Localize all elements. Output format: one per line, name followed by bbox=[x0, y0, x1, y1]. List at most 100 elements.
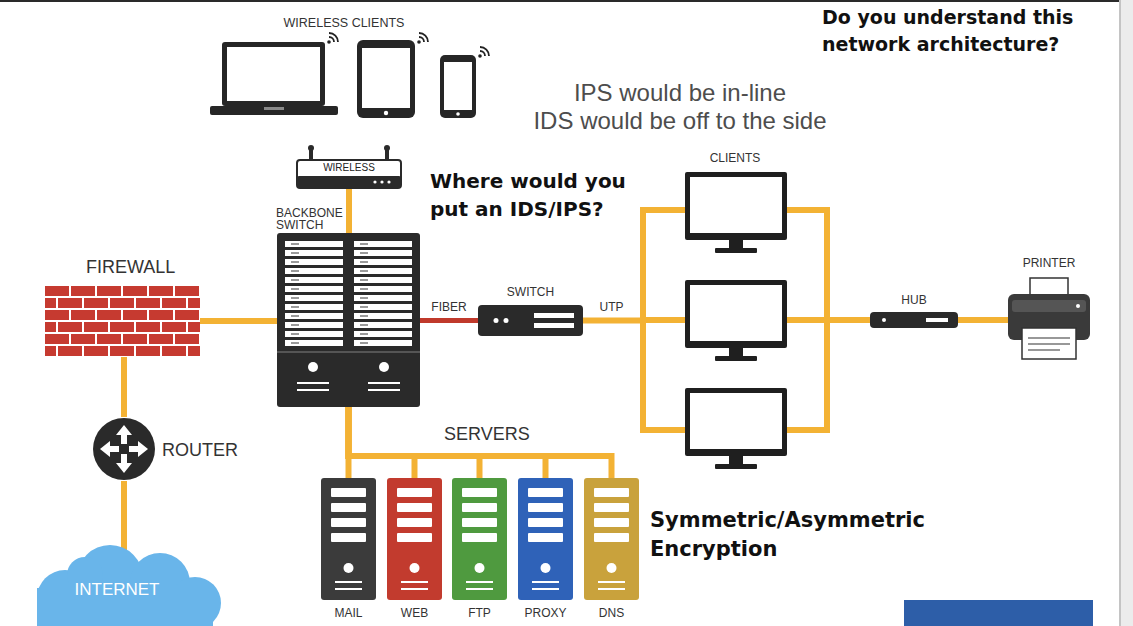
drawing-part bbox=[462, 488, 497, 497]
firewall: FIREWALL bbox=[45, 285, 200, 357]
server: PROXY bbox=[518, 478, 573, 600]
drawing-part bbox=[123, 334, 147, 344]
drawing-part bbox=[331, 533, 366, 542]
drawing-part bbox=[384, 145, 390, 151]
drawing-part bbox=[397, 518, 432, 527]
drawing-part bbox=[354, 259, 412, 265]
drawing-part bbox=[291, 243, 299, 245]
drawing-part bbox=[291, 261, 299, 263]
drawing-part bbox=[45, 285, 200, 357]
drawing-part bbox=[100, 441, 119, 457]
drawing-part bbox=[84, 298, 108, 308]
drawing-part bbox=[136, 322, 160, 332]
drawing-part bbox=[532, 582, 559, 589]
drawing-part bbox=[291, 315, 299, 317]
drawing-part bbox=[494, 318, 499, 323]
drawing-part bbox=[84, 346, 108, 356]
drawing-part bbox=[478, 54, 482, 58]
drawing-part bbox=[594, 518, 629, 527]
drawing-part bbox=[452, 478, 507, 600]
printer-icon bbox=[1008, 278, 1090, 360]
drawing-part bbox=[882, 318, 886, 322]
device-label: DNS bbox=[574, 606, 649, 620]
drawing-part bbox=[380, 180, 383, 183]
router: ROUTER bbox=[92, 417, 156, 481]
drawing-part bbox=[58, 346, 82, 356]
drawing-part bbox=[291, 288, 299, 290]
link-label: FIBER bbox=[431, 300, 466, 314]
device-label: MAIL bbox=[311, 606, 386, 620]
drawing-part bbox=[685, 388, 787, 456]
device-label: WIRELESS bbox=[295, 162, 403, 174]
client-workstations-icon bbox=[640, 172, 830, 470]
drawing-part bbox=[715, 248, 757, 253]
drawing-part bbox=[729, 240, 743, 248]
drawing-part bbox=[410, 563, 420, 573]
device-label: PRINTER bbox=[988, 256, 1110, 270]
drawing-part bbox=[277, 233, 420, 407]
drawing-part bbox=[360, 243, 368, 245]
drawing-part bbox=[354, 304, 412, 310]
drawing-part bbox=[97, 334, 121, 344]
drawing-part bbox=[45, 286, 69, 296]
drawing-part bbox=[71, 334, 95, 344]
drawing-part bbox=[97, 310, 121, 320]
drawing-part bbox=[401, 582, 428, 589]
drawing-part bbox=[685, 172, 787, 240]
drawing-part bbox=[373, 180, 376, 183]
drawing-part bbox=[480, 47, 489, 56]
server-icon bbox=[452, 478, 507, 600]
device-label: INTERNET bbox=[67, 580, 167, 600]
drawing-part bbox=[327, 40, 331, 44]
drawing-part bbox=[149, 310, 173, 320]
drawing-part bbox=[528, 503, 563, 512]
drawing-part bbox=[71, 286, 95, 296]
drawing-part bbox=[285, 259, 343, 265]
drawing-part bbox=[162, 322, 186, 332]
drawing-part bbox=[291, 306, 299, 308]
device-label: CLIENTS bbox=[640, 151, 830, 165]
drawing-part bbox=[354, 241, 412, 247]
drawing-part bbox=[175, 334, 199, 344]
drawing-part bbox=[354, 277, 412, 283]
drawing-part bbox=[335, 582, 362, 589]
drawing-part bbox=[175, 286, 199, 296]
drawing-part bbox=[360, 297, 368, 299]
drawing-part bbox=[594, 533, 629, 542]
network-switch-icon bbox=[478, 305, 583, 336]
drawing-part bbox=[136, 298, 160, 308]
drawing-part bbox=[360, 333, 368, 335]
network-switch: SWITCH bbox=[478, 305, 583, 336]
drawing-part bbox=[534, 323, 574, 328]
drawing-part bbox=[291, 342, 299, 344]
drawing-part bbox=[387, 180, 390, 183]
drawing-part bbox=[685, 280, 787, 348]
question-text: Where would you put an IDS/IPS? bbox=[430, 167, 660, 223]
drawing-part bbox=[285, 241, 343, 247]
cable-link bbox=[121, 357, 127, 417]
drawing-part bbox=[264, 107, 284, 110]
drawing-part bbox=[360, 324, 368, 326]
drawing-part bbox=[387, 478, 442, 600]
drawing-part bbox=[360, 270, 368, 272]
drawing-part bbox=[384, 111, 388, 115]
drawing-part bbox=[354, 250, 412, 256]
drawing-part bbox=[331, 488, 366, 497]
drawing-part bbox=[504, 318, 509, 323]
drawing-part bbox=[110, 298, 134, 308]
drawing-part bbox=[360, 288, 368, 290]
drawing-part bbox=[45, 346, 56, 356]
drawing-part bbox=[456, 112, 460, 116]
drawing-part bbox=[397, 488, 432, 497]
topic-text: Symmetric/Asymmetric Encryption bbox=[650, 506, 980, 564]
drawing-part bbox=[45, 334, 69, 344]
server-icon bbox=[584, 478, 639, 600]
device-label: ROUTER bbox=[162, 439, 238, 461]
drawing-part bbox=[308, 145, 314, 151]
drawing-part bbox=[162, 346, 186, 356]
drawing-part bbox=[297, 176, 401, 188]
drawing-part bbox=[462, 533, 497, 542]
drawing-part bbox=[598, 582, 625, 589]
drawing-part bbox=[607, 563, 617, 573]
drawing-part bbox=[354, 322, 412, 328]
